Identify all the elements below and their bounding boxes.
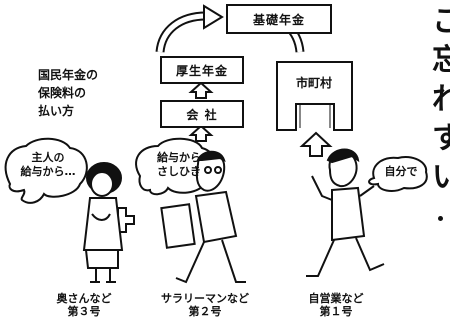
up-arrow-large: [299, 131, 333, 157]
side-char-1: こ: [432, 4, 450, 39]
speech-bubble-self-text: 自分で: [384, 165, 418, 178]
employee-figure: [160, 150, 246, 284]
caption-wife-line-2: 第３号: [67, 305, 101, 318]
self-employed-figure: [306, 148, 385, 277]
side-dot: [438, 216, 443, 221]
premium-payment-heading: 国民年金の 保険料の 払い方: [38, 66, 98, 120]
kiso-nenkin-box: 基礎年金: [226, 4, 332, 34]
wife-bubble-line-2: 給与から…: [20, 165, 76, 178]
caption-self: 自営業など 第１号: [296, 292, 376, 318]
up-arrow-small-1: [188, 81, 214, 99]
kosei-nenkin-label: 厚生年金: [175, 63, 228, 78]
side-char-5: い: [432, 160, 450, 195]
caption-wife-line-1: 奥さんなど: [56, 292, 112, 305]
kosei-nenkin-box: 厚生年金: [160, 56, 244, 84]
wife-figure: [82, 162, 124, 283]
side-text-column: こ 忘 れ す い: [432, 2, 450, 197]
caption-employee-line-2: 第２号: [188, 305, 222, 318]
up-arrow-small-2: [188, 124, 214, 142]
heading-line-2: 保険料の: [38, 86, 87, 100]
caption-self-line-1: 自営業など: [308, 292, 364, 305]
caption-self-line-2: 第１号: [319, 305, 353, 318]
caption-wife: 奥さんなど 第３号: [44, 292, 124, 318]
side-char-3: れ: [432, 82, 450, 117]
municipality-building: [276, 61, 353, 131]
speech-bubble-self: [368, 156, 428, 192]
curved-arrow-left: [155, 4, 224, 53]
municipality-label: 市町村: [295, 76, 332, 90]
heading-line-3: 払い方: [38, 104, 75, 118]
side-char-2: 忘: [432, 43, 450, 78]
employee-bubble-line-2: さしひき: [157, 165, 201, 178]
speech-bubble-employee-text: 給与から さしひき: [144, 151, 214, 179]
company-box: 会 社: [160, 100, 244, 128]
side-char-4: す: [432, 121, 450, 156]
speech-bubble-wife: [4, 137, 88, 204]
kiso-nenkin-label: 基礎年金: [252, 12, 305, 27]
caption-employee: サラリーマンなど 第２号: [150, 292, 260, 318]
employee-bubble-line-1: 給与から: [157, 151, 201, 164]
company-label: 会 社: [186, 107, 218, 122]
wife-bubble-line-1: 主人の: [31, 151, 65, 164]
speech-bubble-wife-text: 主人の 給与から…: [12, 151, 84, 179]
caption-employee-line-1: サラリーマンなど: [161, 292, 249, 305]
heading-line-1: 国民年金の: [38, 68, 99, 82]
